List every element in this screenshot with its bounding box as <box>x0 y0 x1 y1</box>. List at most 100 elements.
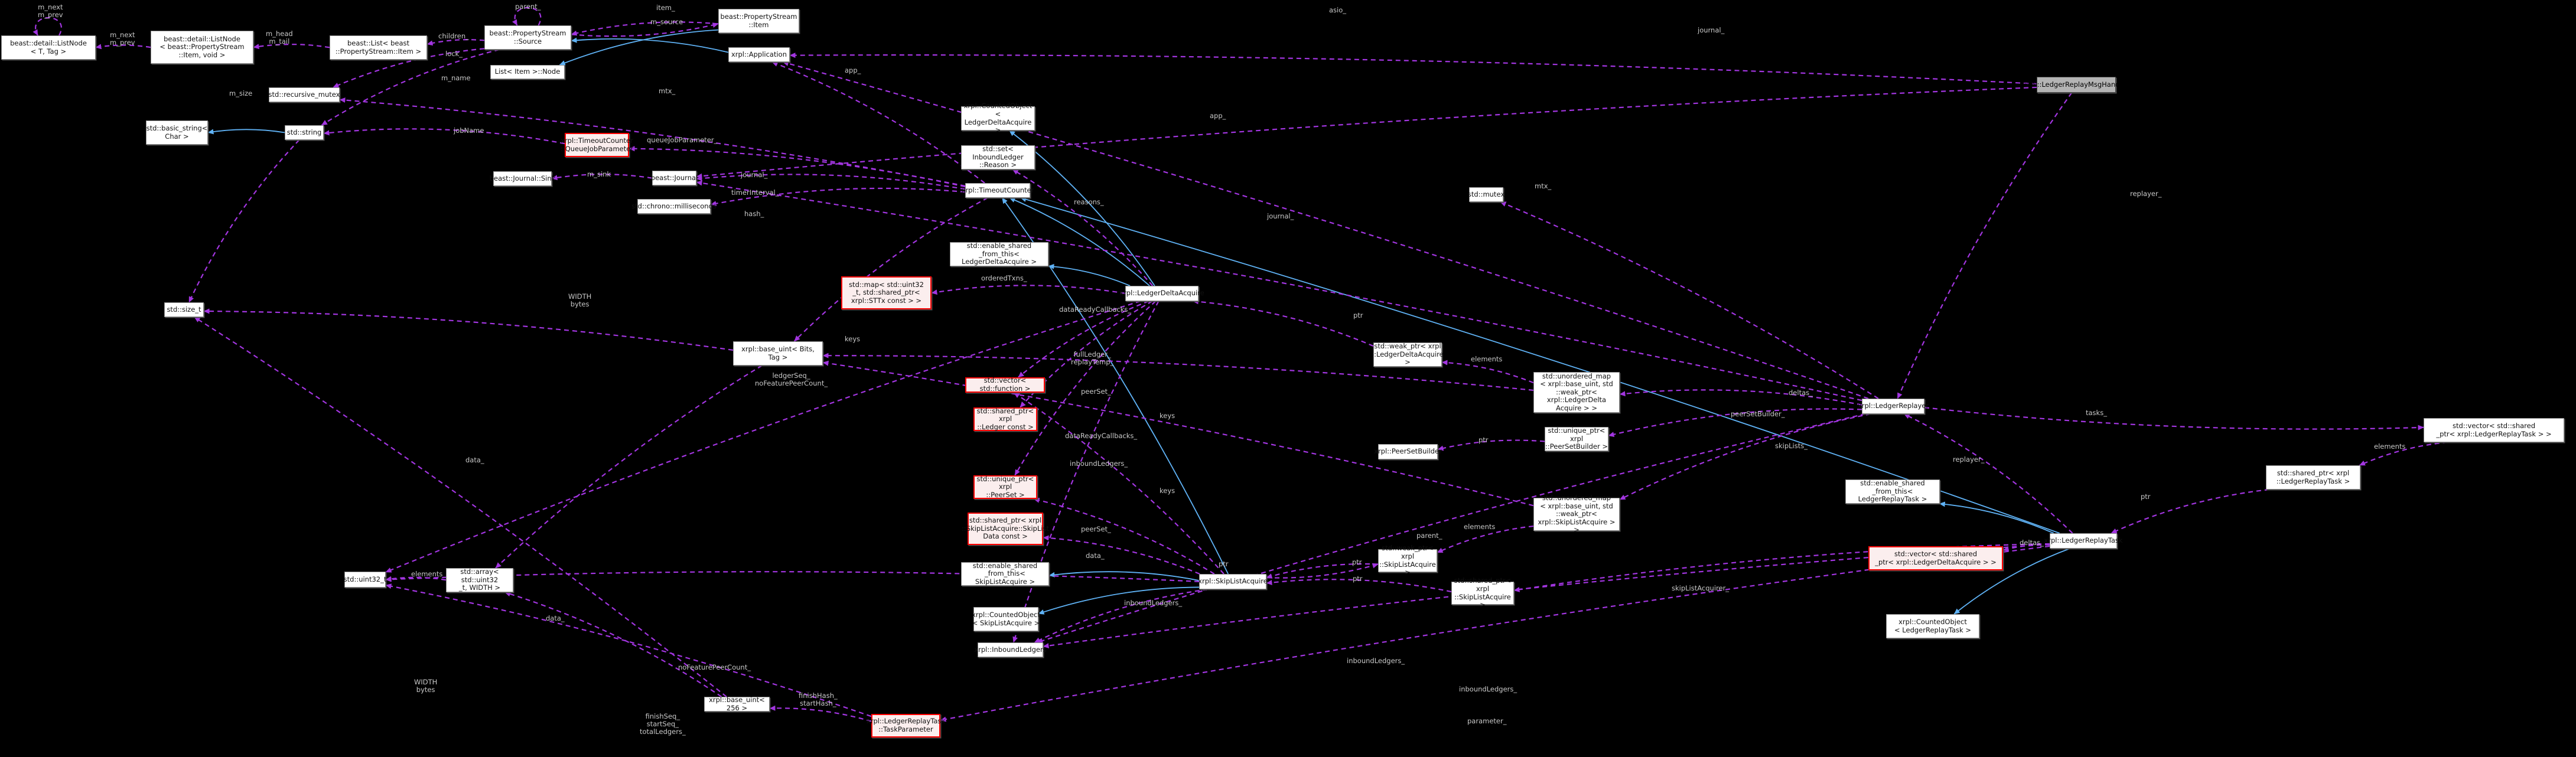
node-string_box[interactable]: std::string <box>285 125 324 140</box>
node-inbound_ledgers[interactable]: xrpl::InboundLedgers <box>974 642 1047 657</box>
node-basic_string[interactable]: std::basic_string< Char > <box>146 120 208 145</box>
edge-msghandler-replayer <box>1897 92 2073 399</box>
node-size_t[interactable]: std::size_t <box>164 302 204 317</box>
edge-label: deltas_ <box>2020 539 2044 547</box>
node-unique_psb[interactable]: std::unique_ptr< xrpl ::PeerSetBuilder > <box>1545 426 1608 451</box>
edge-sla-inbound_ledgers <box>1034 588 1208 643</box>
edge-label: data_ <box>546 614 565 622</box>
edge-base_uint_bits-array_u32 <box>495 365 763 569</box>
edge-msghandler-journal_box <box>696 86 2037 179</box>
edge-sla-shared_sld <box>1043 535 1200 575</box>
edge-label: app_ <box>845 66 861 74</box>
node-listnode_t[interactable]: beast::detail::ListNode < T, Tag > <box>1 35 96 60</box>
edge-shared_lrt-lrt <box>2111 488 2269 534</box>
edge-lda-timeout_counter <box>1009 197 1150 286</box>
node-unique_peerset[interactable]: std::unique_ptr< xrpl ::PeerSet > <box>973 475 1037 499</box>
edge-string_box-size_t <box>188 139 300 303</box>
edge-label: finishSeq_ startSeq_ totalLedgers_ <box>640 712 686 736</box>
edge-timeout_counter-milliseconds <box>710 187 966 207</box>
edge-ps_source-string_box <box>321 48 500 126</box>
node-uint32[interactable]: std::uint32_t <box>344 572 386 588</box>
edge-label: dataReadyCallbacks_ <box>1065 432 1138 440</box>
node-map_sttx[interactable]: std::map< std::uint32 _t, std::shared_pt… <box>841 276 932 309</box>
edge-base_uint_256-array_u32 <box>504 591 722 697</box>
node-shared_lrt[interactable]: std::shared_ptr< xrpl ::LedgerReplayTask… <box>2266 465 2360 490</box>
node-listnode_item[interactable]: beast::detail::ListNode < beast::Propert… <box>151 31 253 64</box>
node-vec_function[interactable]: std::vector< std::function > <box>965 377 1045 393</box>
node-lrt[interactable]: xrpl::LedgerReplayTask <box>2044 533 2123 549</box>
node-weak_lda[interactable]: std::weak_ptr< xrpl ::LedgerDeltaAcquire… <box>1372 342 1444 367</box>
node-umap_skip[interactable]: std::unordered_map < xrpl::base_uint, st… <box>1533 494 1620 534</box>
edge-lda-map_sttx <box>931 285 1126 295</box>
edge-ps_source-ps_item <box>571 22 719 37</box>
edge-lda-unique_peerset <box>1014 301 1157 476</box>
node-esft_sla[interactable]: std::enable_shared _from_this< SkipListA… <box>961 562 1049 586</box>
node-counted_sla[interactable]: xrpl::CountedObject < SkipListAcquire > <box>972 607 1040 631</box>
node-taskparam[interactable]: xrpl::LedgerReplayTask ::TaskParameter <box>867 714 945 738</box>
node-mutex_box[interactable]: std::mutex <box>1468 187 1504 202</box>
node-sla[interactable]: xrpl::SkipListAcquire <box>1198 574 1268 589</box>
edge-label: keys <box>1160 412 1175 420</box>
node-recursive_mutex[interactable]: std::recursive_mutex <box>269 87 340 102</box>
edge-label: elements <box>2374 442 2406 451</box>
node-journal_box[interactable]: beast::Journal <box>651 171 698 185</box>
node-esft_lrt[interactable]: std::enable_shared _from_this< LedgerRep… <box>1845 479 1940 504</box>
node-journal_sink[interactable]: beast::Journal::Sink <box>490 171 555 186</box>
edge-base_uint_bits-size_t <box>203 308 734 351</box>
edge-label: parent_ <box>515 2 541 11</box>
node-qjp[interactable]: xrpl::TimeoutCounter ::QueueJobParameter <box>561 133 633 157</box>
edge-lrt-timeout_counter <box>1020 197 2060 534</box>
edge-label: deltas_ <box>1789 389 1813 397</box>
edge-qjp-string_box <box>323 128 565 145</box>
node-base_uint_bits[interactable]: xrpl::base_uint< Bits, Tag > <box>733 341 823 366</box>
edge-label: inboundLedgers_ <box>1347 657 1405 665</box>
edge-replayer-mutex_box <box>1500 201 1879 399</box>
node-counted_lda[interactable]: xrpl::CountedObject < LedgerDeltaAcquire… <box>961 102 1035 134</box>
node-shared_sla[interactable]: std::shared_ptr< xrpl ::SkipListAcquire … <box>1451 577 1514 609</box>
edge-label: hash_ <box>744 210 764 218</box>
node-shared_sld[interactable]: std::shared_ptr< xrpl ::SkipListAcquire:… <box>962 513 1049 545</box>
node-set_reason[interactable]: std::set< InboundLedger ::Reason > <box>961 145 1035 169</box>
node-vec_lda[interactable]: std::vector< std::shared _ptr< xrpl::Led… <box>1868 546 2003 570</box>
edge-label: data_ <box>465 456 484 464</box>
edge-lda-esft_lda <box>1048 263 1131 286</box>
edge-label: ptr <box>1478 436 1489 444</box>
node-array_u32[interactable]: std::array< std::uint32 _t, WIDTH > <box>446 567 513 592</box>
edge-vec_lrt-shared_lrt <box>2359 441 2448 466</box>
edge-label: ptr <box>1353 311 1363 319</box>
node-ps_item[interactable]: beast::PropertyStream ::Item <box>718 9 799 33</box>
node-weak_sla[interactable]: std::weak_ptr< xrpl ::SkipListAcquire > <box>1378 544 1437 576</box>
edge-replayer-application <box>782 61 1869 400</box>
node-milliseconds[interactable]: std::chrono::milliseconds <box>631 199 717 214</box>
edge-label: item_ <box>656 4 675 12</box>
edge-label: asio_ <box>1329 6 1347 14</box>
edge-label: lock_ <box>445 50 463 58</box>
edge-umap_delta-weak_lda <box>1441 360 1534 384</box>
node-umap_delta[interactable]: std::unordered_map < xrpl::base_uint, st… <box>1533 372 1620 413</box>
edge-label: data_ <box>1086 552 1105 560</box>
node-vec_lrt[interactable]: std::vector< std::shared _ptr< xrpl::Led… <box>2424 418 2564 442</box>
node-shared_ledger[interactable]: std::shared_ptr< xrpl ::Ledger const > <box>973 407 1037 431</box>
edge-lda-shared_ledger <box>1020 301 1153 408</box>
node-replayer[interactable]: xrpl::LedgerReplayer <box>1858 399 1929 414</box>
node-list_item[interactable]: beast::List< beast ::PropertyStream::Ite… <box>330 35 427 60</box>
edge-label: dataReadyCallbacks_ <box>1059 305 1132 314</box>
edge-base_uint_256-size_t <box>194 316 727 697</box>
node-ps_source[interactable]: beast::PropertyStream ::Source <box>484 25 571 50</box>
edge-ps_source-recursive_mutex <box>333 48 485 89</box>
node-peerset_builder[interactable]: xrpl::PeerSetBuilder <box>1374 444 1442 459</box>
node-msghandler[interactable]: xrpl::LedgerReplayMsgHandler <box>2024 77 2128 93</box>
edge-label: skipLists_ <box>1775 442 1808 450</box>
node-counted_lrt[interactable]: xrpl::CountedObject < LedgerReplayTask > <box>1886 614 1979 638</box>
node-timeout_counter[interactable]: xrpl::TimeoutCounter <box>962 183 1034 198</box>
node-application[interactable]: xrpl::Application <box>728 47 790 62</box>
edge-lda-vec_function <box>1018 300 1149 378</box>
node-base_uint_256[interactable]: xrpl::base_uint< 256 > <box>704 696 770 712</box>
edge-weak_lda-lda <box>1192 299 1374 347</box>
node-lda[interactable]: xrpl::LedgerDeltaAcquire <box>1119 286 1204 301</box>
node-node_box[interactable]: List< Item >::Node <box>490 65 565 79</box>
edge-ps_item-ps_source <box>571 21 719 36</box>
node-esft_lda[interactable]: std::enable_shared _from_this< LedgerDel… <box>950 242 1048 266</box>
edge-timeout_counter-base_uint_bits <box>793 197 988 342</box>
edge-label: m_source <box>650 18 683 26</box>
